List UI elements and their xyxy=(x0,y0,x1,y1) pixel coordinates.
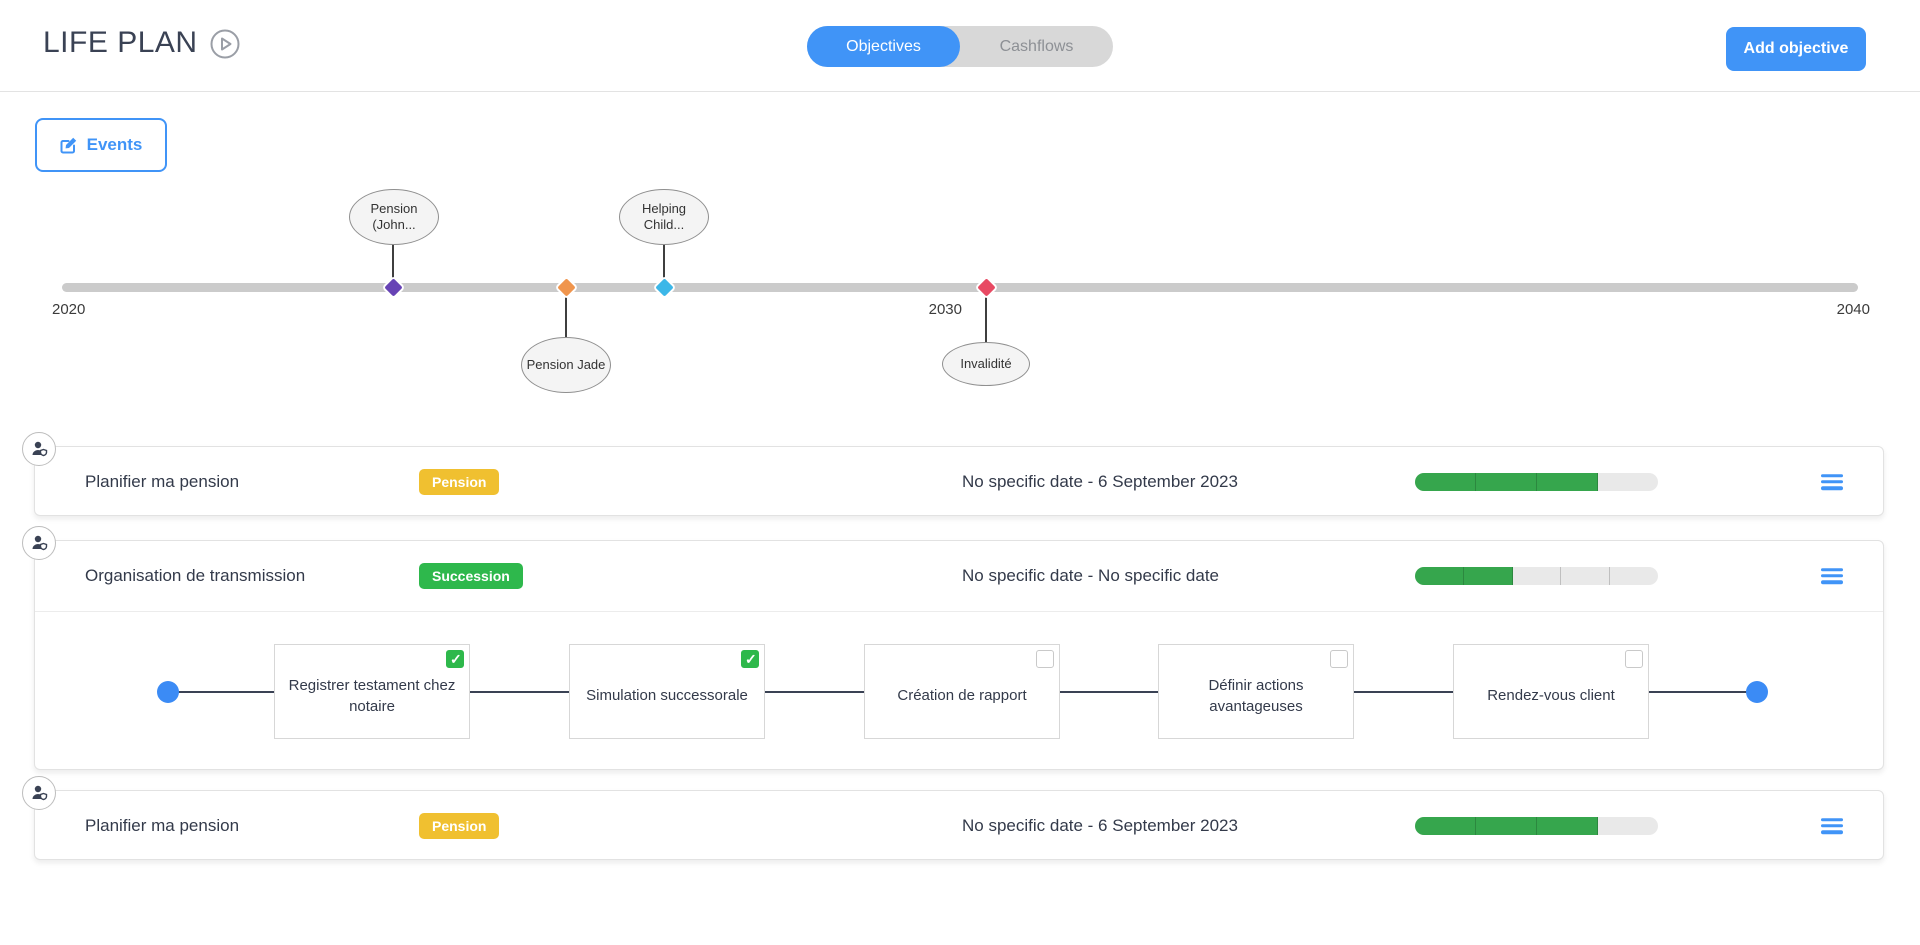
category-badge: Succession xyxy=(419,563,523,589)
edit-icon xyxy=(60,137,76,154)
tab-objectives[interactable]: Objectives xyxy=(807,26,960,67)
event-marker-pension-jade[interactable] xyxy=(557,278,576,297)
page-title-text: LIFE PLAN xyxy=(43,26,198,59)
event-bubble-invalidite[interactable]: Invalidité xyxy=(942,342,1030,386)
category-badge: Pension xyxy=(419,813,500,839)
task-checkbox[interactable] xyxy=(1625,650,1643,668)
timeline-bar[interactable] xyxy=(62,283,1858,292)
task-flow: Registrer testament chez notaire Simulat… xyxy=(35,611,1883,771)
user-shield-icon xyxy=(22,432,56,466)
add-objective-button[interactable]: Add objective xyxy=(1726,27,1866,71)
task-checkbox[interactable] xyxy=(446,650,464,669)
event-bubble-pension-jade[interactable]: Pension Jade xyxy=(521,337,611,393)
task-box-testament[interactable]: Registrer testament chez notaire xyxy=(274,644,470,739)
event-connector xyxy=(392,243,394,283)
task-flow-end-dot xyxy=(1746,681,1768,703)
card-menu-icon[interactable] xyxy=(1821,568,1843,584)
user-shield-icon xyxy=(22,526,56,560)
objective-dates: No specific date - 6 September 2023 xyxy=(962,816,1238,835)
task-box-simulation[interactable]: Simulation successorale xyxy=(569,644,765,739)
events-button[interactable]: Events xyxy=(35,118,167,172)
user-shield-icon xyxy=(22,776,56,810)
event-bubble-helping-child[interactable]: Helping Child... xyxy=(619,189,709,245)
task-label: Rendez-vous client xyxy=(1487,687,1615,705)
progress-bar xyxy=(1415,817,1658,835)
play-icon[interactable] xyxy=(210,29,240,59)
task-box-actions[interactable]: Définir actions avantageuses xyxy=(1158,644,1354,739)
header: LIFE PLAN Objectives Cashflows Add objec… xyxy=(0,0,1920,92)
task-checkbox[interactable] xyxy=(1036,650,1054,668)
card-menu-icon[interactable] xyxy=(1821,818,1843,834)
page-title: LIFE PLAN xyxy=(43,26,240,60)
card-menu-icon[interactable] xyxy=(1821,474,1843,490)
objective-title: Planifier ma pension xyxy=(85,816,240,835)
objective-dates: No specific date - No specific date xyxy=(962,566,1220,585)
task-checkbox[interactable] xyxy=(741,650,759,669)
category-badge: Pension xyxy=(419,469,500,495)
task-box-rapport[interactable]: Création de rapport xyxy=(864,644,1060,739)
event-connector xyxy=(985,292,987,343)
task-checkbox[interactable] xyxy=(1330,650,1348,668)
view-toggle: Objectives Cashflows xyxy=(807,26,1113,67)
task-label: Création de rapport xyxy=(897,687,1027,705)
objective-title: Planifier ma pension xyxy=(85,472,240,491)
timeline-year-2020: 2020 xyxy=(52,301,86,318)
objective-card-header[interactable]: Planifier ma pension Pension No specific… xyxy=(22,776,1883,861)
progress-bar xyxy=(1415,473,1658,491)
tab-cashflows[interactable]: Cashflows xyxy=(999,37,1074,55)
events-button-label: Events xyxy=(86,135,143,154)
objective-dates: No specific date - 6 September 2023 xyxy=(962,472,1238,491)
event-connector xyxy=(663,243,665,283)
timeline-year-2030: 2030 xyxy=(928,301,962,318)
task-flow-start-dot xyxy=(157,681,179,703)
event-bubble-pension-john[interactable]: Pension (John... xyxy=(349,189,439,245)
event-connector xyxy=(565,292,567,337)
objective-card-pension-2: Planifier ma pension Pension No specific… xyxy=(22,776,1884,861)
progress-bar xyxy=(1415,567,1658,585)
event-marker-helping-child[interactable] xyxy=(655,278,674,297)
objective-card-header[interactable]: Planifier ma pension Pension No specific… xyxy=(22,432,1883,517)
task-label: Simulation successorale xyxy=(586,687,748,705)
task-label: Définir actions avantageuses xyxy=(1208,677,1304,715)
event-marker-invalidite[interactable] xyxy=(977,278,996,297)
objective-card-header[interactable]: Organisation de transmission Succession … xyxy=(22,526,1883,611)
event-marker-pension-john[interactable] xyxy=(384,278,403,297)
objective-card-pension-1: Planifier ma pension Pension No specific… xyxy=(22,432,1884,517)
timeline-year-2040: 2040 xyxy=(1836,301,1870,318)
objective-title: Organisation de transmission xyxy=(85,566,306,585)
objective-card-transmission: Organisation de transmission Succession … xyxy=(22,526,1884,771)
task-label: Registrer testament chez notaire xyxy=(288,677,456,715)
task-box-rendezvous[interactable]: Rendez-vous client xyxy=(1453,644,1649,739)
